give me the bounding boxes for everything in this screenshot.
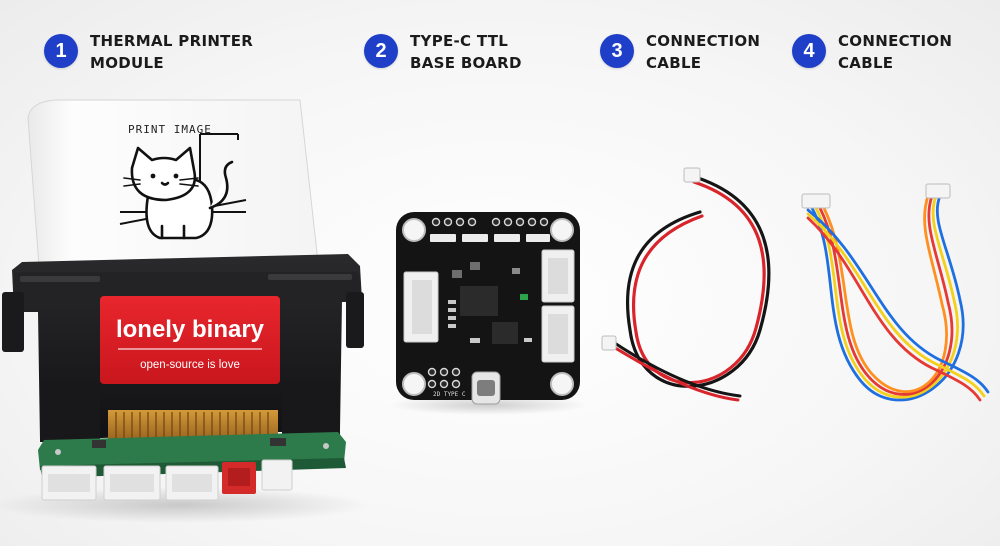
label-text: TYPE-C TTL BASE BOARD — [410, 30, 522, 74]
flex-connector — [108, 410, 278, 440]
board-silkscreen-type-c: 2D TYPE C — [433, 391, 466, 398]
printer-connectors — [41, 459, 293, 501]
number-badge: 3 — [600, 34, 634, 68]
label-connection-cable-4: 4 CONNECTION CABLE — [792, 30, 952, 74]
thermal-printer: PRINT IMAGE — [0, 99, 370, 523]
base-board: 2D TYPE C — [388, 212, 588, 415]
label-connection-cable-3: 3 CONNECTION CABLE — [600, 30, 760, 74]
label-text: CONNECTION CABLE — [838, 30, 952, 74]
label-text: CONNECTION CABLE — [646, 30, 760, 74]
paper-print-text: PRINT IMAGE — [128, 123, 212, 136]
label-line-1: CONNECTION — [646, 32, 761, 50]
cable-red-black — [601, 167, 771, 402]
label-type-c-ttl-base-board: 2 TYPE-C TTL BASE BOARD — [364, 30, 522, 74]
label-line-2: MODULE — [90, 54, 164, 72]
sticker-brand-text: lonely binary — [116, 316, 265, 343]
printed-paper: PRINT IMAGE — [27, 99, 319, 281]
brand-sticker: lonely binary open-source is love — [100, 296, 280, 384]
label-line-2: CABLE — [646, 54, 702, 72]
label-line-1: CONNECTION — [838, 32, 953, 50]
label-line-1: THERMAL PRINTER — [90, 32, 254, 50]
label-line-2: BASE BOARD — [410, 54, 522, 72]
label-line-1: TYPE-C TTL — [410, 32, 509, 50]
cat-drawing-icon — [123, 146, 234, 240]
cable-multicolor — [801, 183, 990, 402]
sticker-tagline-text: open-source is love — [140, 359, 240, 371]
number-badge: 4 — [792, 34, 826, 68]
number-badge: 1 — [44, 34, 78, 68]
label-text: THERMAL PRINTER MODULE — [90, 30, 253, 74]
number-badge: 2 — [364, 34, 398, 68]
label-thermal-printer-module: 1 THERMAL PRINTER MODULE — [44, 30, 253, 74]
label-line-2: CABLE — [838, 54, 894, 72]
